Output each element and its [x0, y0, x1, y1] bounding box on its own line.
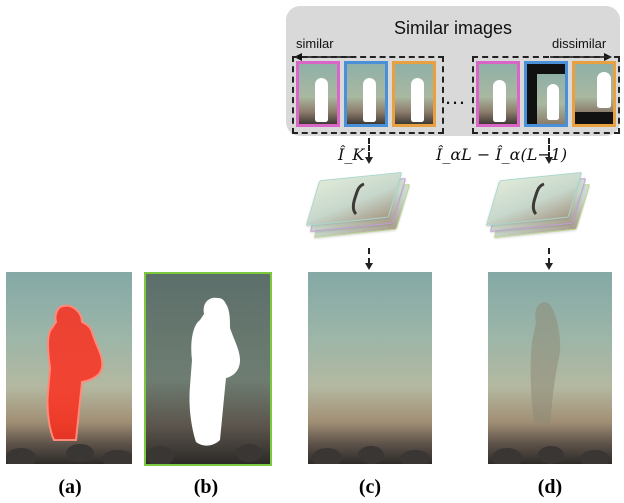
caption-c: (c): [358, 476, 382, 498]
down-arrow-right-bottom: [545, 248, 553, 270]
dissimilar-thumb-1: [476, 61, 520, 127]
dissimilar-label: dissimilar: [552, 36, 607, 51]
ellipsis: …: [444, 84, 468, 109]
similar-thumb-3: [392, 61, 436, 127]
input-image-panel: [6, 272, 132, 464]
similar-thumb-group: [292, 56, 444, 134]
caption-b: (b): [193, 476, 219, 498]
formula-right: Î_αL − Î_α(L−1): [436, 145, 568, 164]
dissimilar-thumb-3: [572, 61, 616, 127]
similar-thumb-1: [296, 61, 340, 127]
down-arrow-right-top: [545, 138, 553, 164]
down-arrow-left-top: [365, 138, 373, 164]
formula-left: Î_K: [338, 145, 365, 164]
result-panel-c: [308, 272, 432, 464]
caption-d: (d): [537, 476, 563, 498]
caption-a: (a): [58, 476, 82, 498]
candidate-stack-right: [480, 168, 591, 239]
stack-silhouette-icon: [531, 182, 545, 216]
mask-panel: [144, 272, 272, 466]
down-arrow-left-bottom: [365, 248, 373, 270]
stack-silhouette-icon: [351, 182, 365, 216]
dissimilar-thumb-2: [524, 61, 568, 127]
similar-images-panel: Similar images similar dissimilar …: [286, 6, 620, 136]
masked-person-overlay: [46, 304, 104, 441]
dissimilar-thumb-group: [472, 56, 620, 134]
candidate-stack-left: [300, 168, 411, 239]
similar-label: similar: [296, 36, 334, 51]
result-panel-d: [488, 272, 612, 464]
residual-artifact: [530, 302, 561, 424]
white-mask-silhouette: [189, 297, 240, 446]
panel-title: Similar images: [393, 18, 513, 38]
similar-thumb-2: [344, 61, 388, 127]
